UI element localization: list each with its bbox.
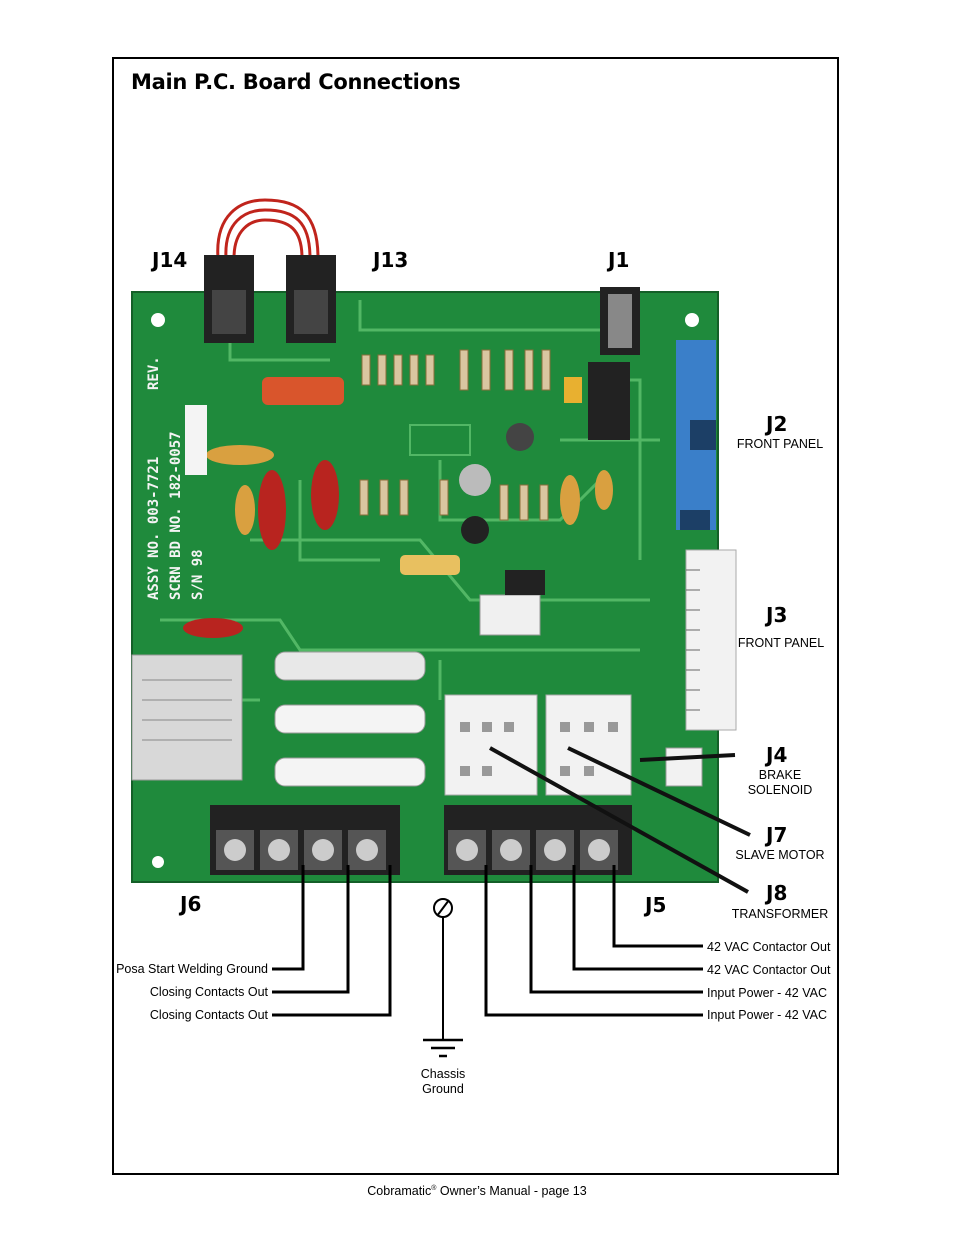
components bbox=[183, 362, 630, 638]
chassis-ground-symbol bbox=[423, 898, 463, 1058]
label-j4-desc-2: SOLENOID bbox=[747, 783, 813, 797]
label-j4: J4 bbox=[766, 743, 788, 767]
label-j8: J8 bbox=[766, 881, 788, 905]
j3-connector bbox=[685, 549, 737, 731]
footer-brand: Cobramatic bbox=[367, 1184, 432, 1198]
label-j5: J5 bbox=[645, 893, 667, 917]
page-footer: Cobramatic® Owner’s Manual - page 13 bbox=[0, 1184, 954, 1198]
label-j3: J3 bbox=[766, 603, 788, 627]
fuses bbox=[274, 651, 426, 787]
j5-terminal-block bbox=[444, 805, 632, 875]
svg-text:S/N 98: S/N 98 bbox=[190, 549, 206, 600]
label-j6: J6 bbox=[180, 892, 202, 916]
label-j1: J1 bbox=[608, 248, 630, 272]
j5-wires bbox=[484, 865, 703, 1017]
relay bbox=[131, 654, 243, 781]
j6-wire-label: Closing Contacts Out bbox=[149, 985, 268, 999]
svg-text:REV.: REV. bbox=[146, 356, 162, 390]
j6-wires bbox=[272, 865, 392, 1017]
ground-label-line2: Ground bbox=[422, 1082, 464, 1096]
svg-text:SCRN BD NO. 182-0057: SCRN BD NO. 182-0057 bbox=[168, 431, 184, 600]
red-wire-loop bbox=[216, 198, 320, 259]
board-silkscreen: ASSY NO. 003-7721 SCRN BD NO. 182-0057 S… bbox=[146, 356, 206, 600]
label-j7: J7 bbox=[766, 823, 788, 847]
label-j13: J13 bbox=[373, 248, 409, 272]
j5-wire-label: 42 VAC Contactor Out bbox=[707, 963, 831, 977]
j5-wire-label: Input Power - 42 VAC bbox=[707, 986, 827, 1000]
j7-connector bbox=[545, 694, 632, 796]
j6-wire-label: Closing Contacts Out bbox=[149, 1008, 268, 1022]
label-j2-desc: FRONT PANEL bbox=[736, 437, 824, 451]
page-frame bbox=[112, 57, 839, 1175]
page-title: Main P.C. Board Connections bbox=[131, 70, 461, 94]
label-j2: J2 bbox=[766, 412, 788, 436]
j6-terminal-block bbox=[210, 805, 400, 875]
svg-text:ASSY NO. 003-7721: ASSY NO. 003-7721 bbox=[146, 457, 162, 600]
j6-wire-label: Posa Start Welding Ground bbox=[116, 962, 268, 976]
leader-lines bbox=[489, 746, 751, 894]
label-j8-desc: TRANSFORMER bbox=[731, 907, 829, 921]
registered-mark: ® bbox=[431, 1184, 437, 1192]
j4-connector bbox=[665, 747, 703, 787]
label-j7-desc: SLAVE MOTOR bbox=[735, 848, 825, 862]
j8-connector bbox=[444, 694, 538, 796]
j5-wire-label: 42 VAC Contactor Out bbox=[707, 940, 831, 954]
footer-text: Owner’s Manual - page 13 bbox=[436, 1184, 587, 1198]
label-j3-desc: FRONT PANEL bbox=[737, 636, 825, 650]
j5-wire-label: Input Power - 42 VAC bbox=[707, 1008, 827, 1022]
label-j4-desc-1: BRAKE bbox=[758, 768, 802, 782]
serial-sticker bbox=[185, 405, 207, 475]
label-j14: J14 bbox=[152, 248, 188, 272]
ground-label-line1: Chassis bbox=[420, 1067, 466, 1081]
